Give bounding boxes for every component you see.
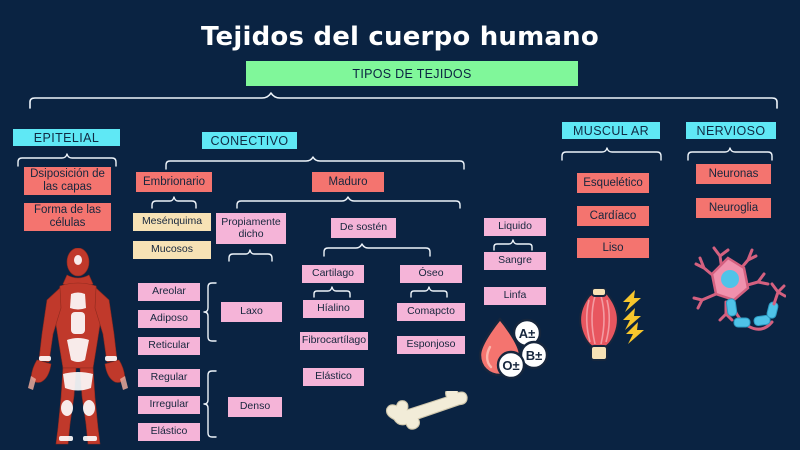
node-elastico-cartilago[interactable]: Elástico <box>303 368 364 386</box>
embrionario-bracket <box>151 196 197 209</box>
liquido-bracket <box>493 239 533 251</box>
node-mucosos[interactable]: Mucosos <box>133 241 211 259</box>
node-neuroglia[interactable]: Neuroglia <box>696 198 771 218</box>
branch-header-conectivo[interactable]: CONECTIVO <box>202 132 297 149</box>
de-sosten-bracket <box>323 243 431 257</box>
maduro-bracket <box>236 196 461 209</box>
conectivo-bracket <box>165 156 465 170</box>
node-hialino[interactable]: Híalino <box>303 300 364 318</box>
node-fibrocartilago[interactable]: Fibrocartílago <box>300 332 368 350</box>
oseo-bracket <box>410 286 448 298</box>
node-areolar[interactable]: Areolar <box>138 283 200 301</box>
node-propiamente-dicho[interactable]: Propiamente dicho <box>216 213 286 244</box>
blood-type-b: B± <box>526 348 543 363</box>
node-liquido[interactable]: Liquido <box>484 218 546 236</box>
epitelial-child-0[interactable]: Dsiposición de las capas <box>24 167 111 195</box>
node-adiposo[interactable]: Adiposo <box>138 310 200 328</box>
bone-icon <box>385 391 468 430</box>
blood-drop-icon: A± B± O± <box>478 317 549 380</box>
cartilago-bracket <box>313 286 351 298</box>
branch-header-epitelial[interactable]: EPITELIAL <box>13 129 120 146</box>
node-de-sosten[interactable]: De sostén <box>331 218 396 238</box>
epitelial-child-1[interactable]: Forma de las células <box>24 203 111 231</box>
node-reticular[interactable]: Reticular <box>138 337 200 355</box>
tipos-de-tejidos-banner: TIPOS DE TEJIDOS <box>246 61 578 86</box>
neuron-icon <box>692 246 786 331</box>
main-bracket <box>29 92 778 109</box>
nervioso-bracket <box>687 147 773 161</box>
node-liso[interactable]: Liso <box>577 238 649 258</box>
node-laxo[interactable]: Laxo <box>221 302 282 322</box>
node-sangre[interactable]: Sangre <box>484 252 546 270</box>
node-regular[interactable]: Regular <box>138 369 200 387</box>
node-denso[interactable]: Denso <box>228 397 282 417</box>
muscle-fiber-icon <box>579 288 619 361</box>
node-maduro[interactable]: Maduro <box>312 172 384 192</box>
denso-bracket <box>203 370 217 438</box>
node-esqueletico[interactable]: Esquelético <box>577 173 649 193</box>
node-irregular[interactable]: Irregular <box>138 396 200 414</box>
branch-header-nervioso[interactable]: NERVIOSO <box>686 122 776 139</box>
page-title: Tejidos del cuerpo humano <box>201 22 599 52</box>
blood-type-a: A± <box>519 326 536 341</box>
blood-type-o: O± <box>502 358 519 373</box>
laxo-bracket <box>203 282 217 342</box>
human-muscular-system-figure <box>28 248 128 445</box>
node-comapcto[interactable]: Comapcto <box>397 303 465 321</box>
node-cartilago[interactable]: Cartilago <box>302 265 364 283</box>
branch-header-muscular[interactable]: MUSCUL AR <box>562 122 660 139</box>
epitelial-bracket <box>17 153 117 167</box>
node-cardiaco[interactable]: Cardíaco <box>577 206 649 226</box>
muscular-bracket <box>561 147 662 161</box>
node-mesenquima[interactable]: Mesénquima <box>133 213 211 231</box>
node-esponjoso[interactable]: Esponjoso <box>397 336 465 354</box>
node-oseo[interactable]: Óseo <box>400 265 462 283</box>
propiamente-dicho-bracket <box>228 249 273 262</box>
node-elastico-denso[interactable]: Elástico <box>138 423 200 441</box>
lightning-bolt-icon <box>623 290 644 344</box>
node-embrionario[interactable]: Embrionario <box>136 172 212 192</box>
node-linfa[interactable]: Linfa <box>484 287 546 305</box>
node-neuronas[interactable]: Neuronas <box>696 164 771 184</box>
